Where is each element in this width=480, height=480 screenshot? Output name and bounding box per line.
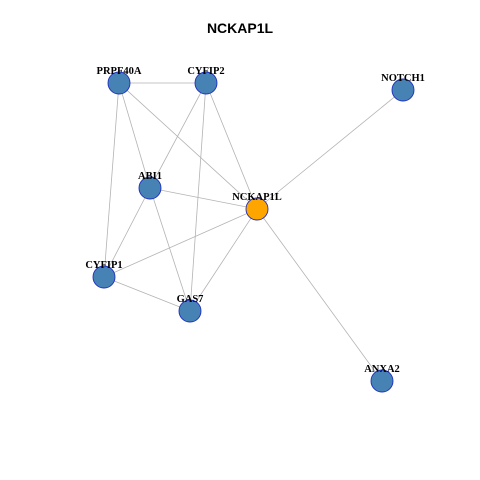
edge-abi1-cyfip1	[103, 187, 151, 278]
node-layer	[92, 71, 415, 393]
node-anxa2[interactable]	[370, 369, 394, 393]
node-label-cyfip1: CYFIP1	[85, 260, 122, 271]
node-label-prpf40a: PRPF40A	[97, 66, 142, 77]
node-abi1[interactable]	[138, 176, 162, 200]
edge-notch1-nckap1l	[256, 89, 404, 210]
edge-cyfip2-gas7	[189, 82, 207, 312]
node-label-notch1: NOTCH1	[381, 73, 425, 84]
node-label-cyfip2: CYFIP2	[187, 66, 224, 77]
node-label-gas7: GAS7	[177, 294, 204, 305]
node-notch1[interactable]	[391, 78, 415, 102]
edge-prpf40a-cyfip1	[103, 82, 120, 278]
edge-prpf40a-abi1	[118, 82, 151, 189]
node-label-nckap1l: NCKAP1L	[232, 192, 282, 203]
edge-cyfip2-abi1	[149, 82, 207, 189]
node-label-abi1: ABI1	[138, 171, 162, 182]
edge-cyfip2-nckap1l	[205, 82, 258, 210]
edge-nckap1l-anxa2	[256, 208, 383, 382]
edge-nckap1l-gas7	[189, 208, 258, 312]
edge-nckap1l-cyfip1	[103, 208, 258, 278]
edge-prpf40a-nckap1l	[118, 82, 258, 210]
edge-abi1-nckap1l	[149, 187, 258, 210]
edge-abi1-gas7	[149, 187, 191, 312]
graph-title: NCKAP1L	[206, 20, 274, 36]
node-label-anxa2: ANXA2	[364, 364, 400, 375]
node-gas7[interactable]	[178, 299, 202, 323]
node-prpf40a[interactable]	[107, 71, 131, 95]
node-cyfip2[interactable]	[194, 71, 218, 95]
node-cyfip1[interactable]	[92, 265, 116, 289]
edge-layer	[103, 82, 404, 382]
edge-cyfip1-gas7	[103, 276, 191, 312]
node-nckap1l[interactable]	[245, 197, 269, 221]
